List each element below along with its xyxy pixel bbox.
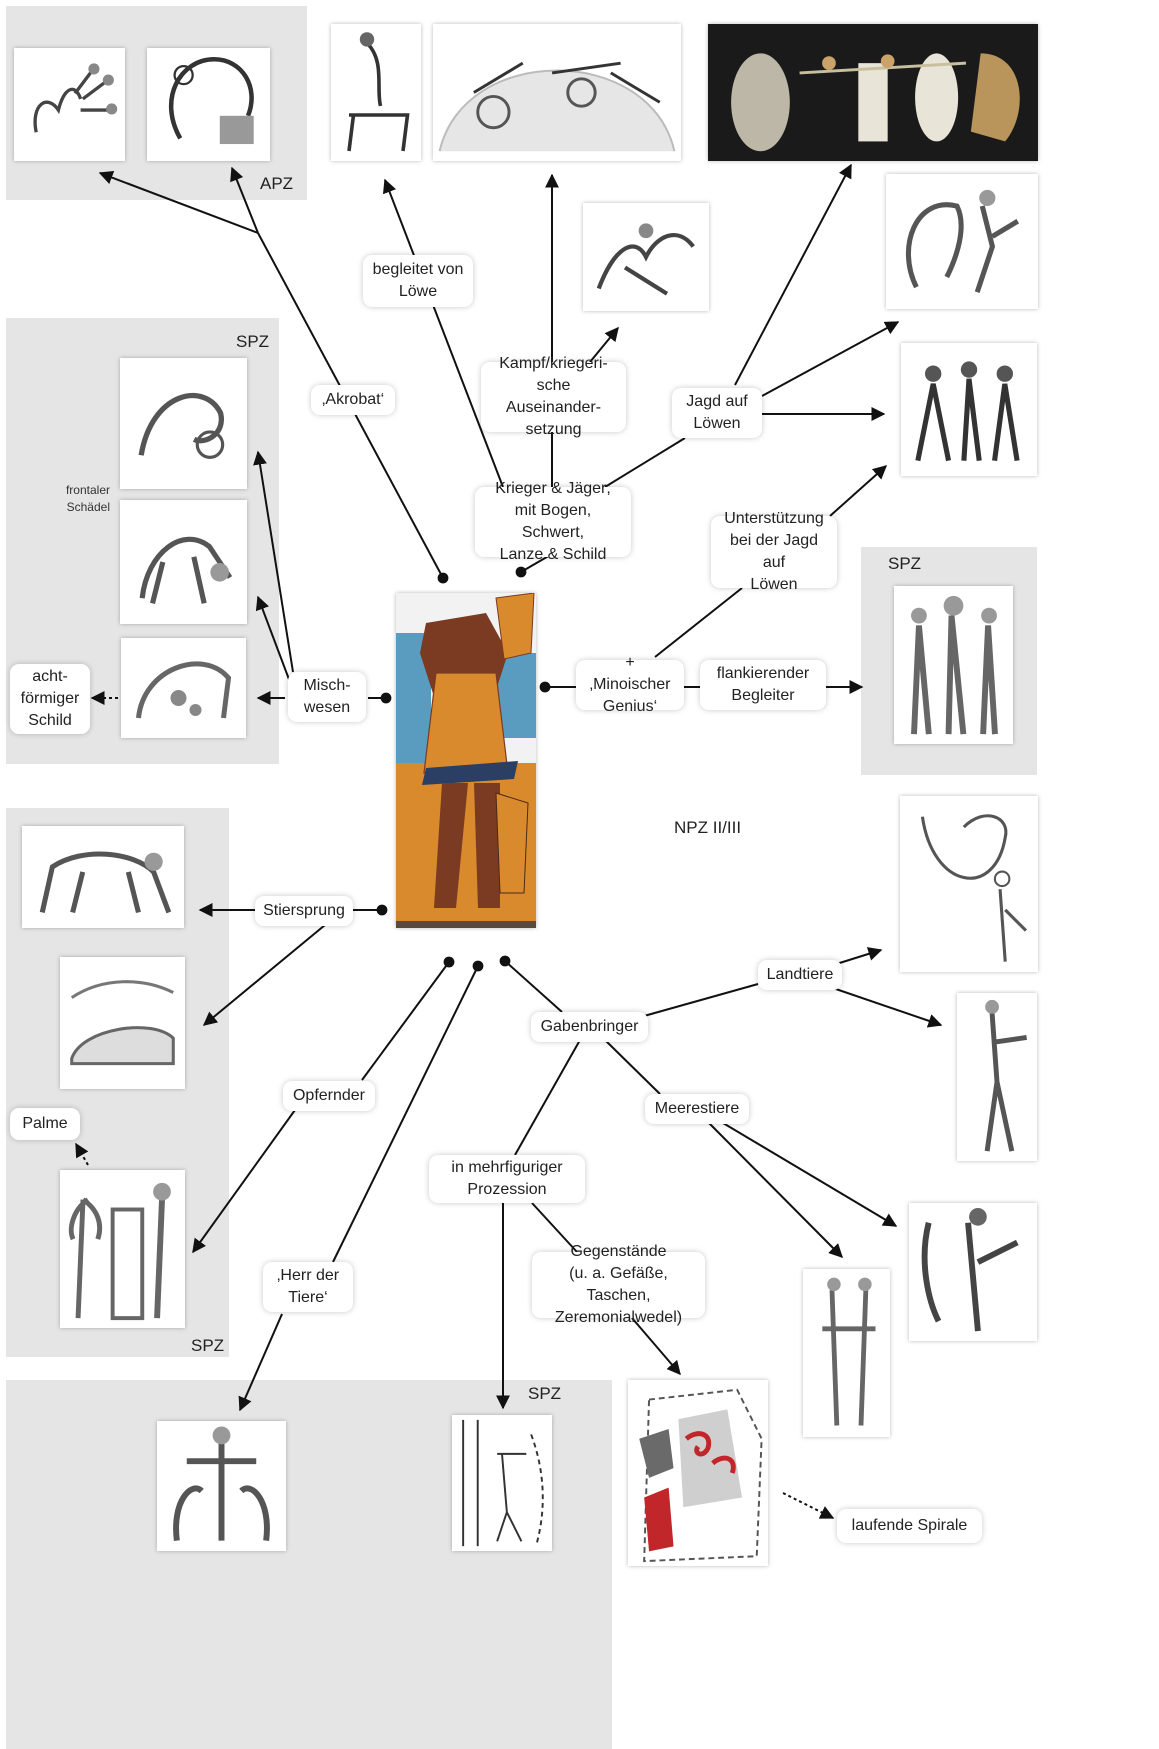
mischwesen-bull-seal — [120, 500, 247, 624]
label-gabenbringer: Gabenbringer — [531, 1012, 648, 1042]
label-unterstuetzung: Unterstützung bei der Jagd auf Löwen — [711, 510, 837, 593]
zone-apz: APZ — [260, 174, 294, 193]
vessel-bearers-seal — [803, 1269, 890, 1437]
mischwesen-figure-eight-seal — [121, 638, 246, 738]
apz-seal-acrobat-ring — [147, 48, 270, 161]
label-opfernder: Opfernder — [283, 1081, 375, 1111]
bull-lyre-figure-image — [900, 796, 1038, 972]
label-akrobat: ‚Akrobat‘ — [311, 385, 395, 415]
zone-spz-left: SPZ — [236, 332, 270, 351]
label-gegenstaende: Gegenstände (u. a. Gefäße, Taschen, Zere… — [532, 1243, 705, 1326]
label-palme: Palme — [10, 1108, 80, 1140]
zone-npz: NPZ II/III — [674, 818, 742, 837]
label-kampf: Kampf/kriegeri- sche Auseinander- setzun… — [481, 355, 626, 438]
acrobat-on-bull-image — [331, 24, 421, 161]
note-frontal-skull: frontaler Schädel — [65, 483, 110, 514]
fish-bearer-seal — [909, 1203, 1037, 1341]
lion-hunt-seal-image — [901, 343, 1037, 476]
central-fresco-figure — [396, 593, 536, 928]
label-stiersprung: Stiersprung — [255, 896, 353, 926]
label-landtiere: Landtiere — [758, 960, 842, 990]
label-meerestiere: Meerestiere — [645, 1094, 749, 1124]
label-laufende-spirale: laufende Spirale — [837, 1509, 982, 1543]
lion-hunt-dagger-image — [708, 24, 1038, 161]
genius-procession-seal — [894, 586, 1013, 744]
master-of-animals-seal — [157, 1421, 286, 1551]
lion-attack-seal-image — [886, 174, 1038, 309]
sacrifice-palm-seal — [60, 1170, 185, 1328]
label-achtfoermiger-schild: acht- förmiger Schild — [10, 664, 90, 734]
chariot-hunt-fresco-image — [433, 24, 681, 161]
zone-spz-right: SPZ — [888, 554, 922, 573]
spiral-fresco-fragment — [628, 1380, 768, 1566]
label-krieger-jaeger: Krieger & Jäger; mit Bogen, Schwert, Lan… — [475, 480, 631, 563]
label-jagd-auf-loewen: Jagd auf Löwen — [672, 388, 762, 438]
label-minoischer-genius: + ‚Minoischer Genius‘ — [576, 654, 684, 715]
mischwesen-acrobat-seal — [120, 358, 247, 489]
label-mehrfigurige-prozession: in mehrfiguriger Prozession — [429, 1155, 585, 1203]
label-flankierender-begleiter: flankierender Begleiter — [700, 660, 826, 710]
label-mischwesen: Misch- wesen — [288, 672, 366, 722]
label-begleitet-von-loewe: begleitet von Löwe — [363, 255, 473, 307]
apz-seal-hand-plant — [14, 48, 125, 161]
reclining-bull-seal — [60, 957, 185, 1089]
procession-sketch-image — [452, 1415, 552, 1551]
zone-spz-bottom-left: SPZ — [191, 1336, 225, 1355]
label-herr-der-tiere: ‚Herr der Tiere‘ — [263, 1262, 353, 1312]
zone-spz-bottom: SPZ — [528, 1384, 562, 1403]
combat-seal-image — [583, 203, 709, 311]
figure-with-bird-image — [957, 993, 1037, 1161]
bull-leaping-seal — [22, 826, 184, 928]
